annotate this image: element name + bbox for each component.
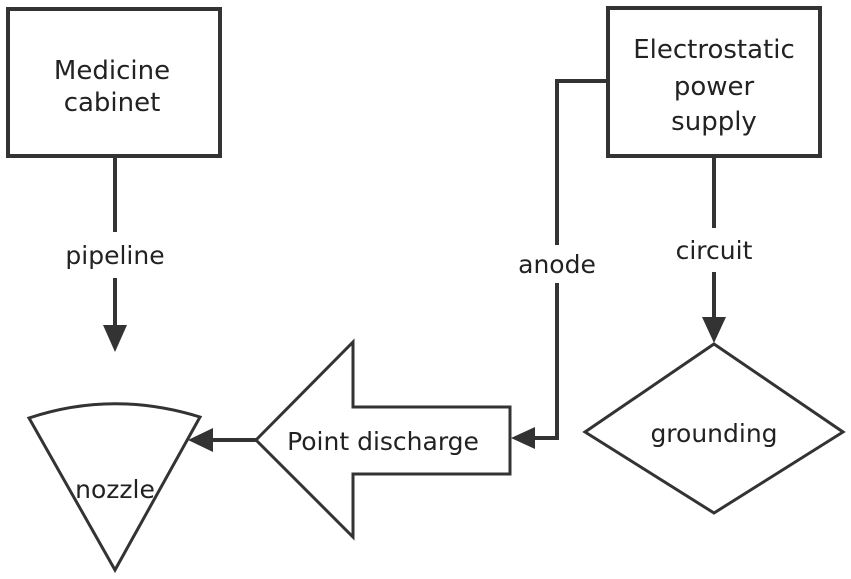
discharge-to-nozzle-arrowhead [188,428,213,452]
medicine-cabinet-label-line2: cabinet [64,88,161,118]
pipeline-arrowhead [103,325,127,352]
nozzle-node: nozzle [26,402,203,574]
pipeline-edge: pipeline [65,156,165,352]
anode-line-upper [555,79,608,245]
pipeline-label: pipeline [65,241,164,270]
anode-label: anode [518,250,596,279]
discharge-to-nozzle-edge [188,428,256,452]
circuit-arrowhead [702,317,726,343]
circuit-edge: circuit [676,156,753,343]
point-discharge-node: Point discharge [253,338,512,541]
grounding-node: grounding [582,342,846,515]
anode-arrowhead [511,427,535,449]
medicine-cabinet-box [6,7,222,158]
point-discharge-arrow-shape [253,338,512,541]
power-supply-box [606,6,822,158]
power-supply-node: Electrostatic power supply [606,6,822,158]
medicine-cabinet-node: Medicine cabinet [6,7,222,158]
medicine-cabinet-label-line1: Medicine [54,56,170,86]
circuit-label: circuit [676,236,753,265]
grounding-diamond [582,342,846,515]
power-supply-label-line3: supply [671,107,757,137]
power-supply-label-line2: power [674,72,755,102]
anode-edge: anode [511,79,608,449]
anode-line-lower [533,283,559,440]
nozzle-shape [26,402,203,574]
power-supply-label-line1: Electrostatic [633,35,795,65]
point-discharge-label: Point discharge [287,427,479,456]
grounding-label: grounding [650,419,777,448]
nozzle-label: nozzle [75,475,155,504]
